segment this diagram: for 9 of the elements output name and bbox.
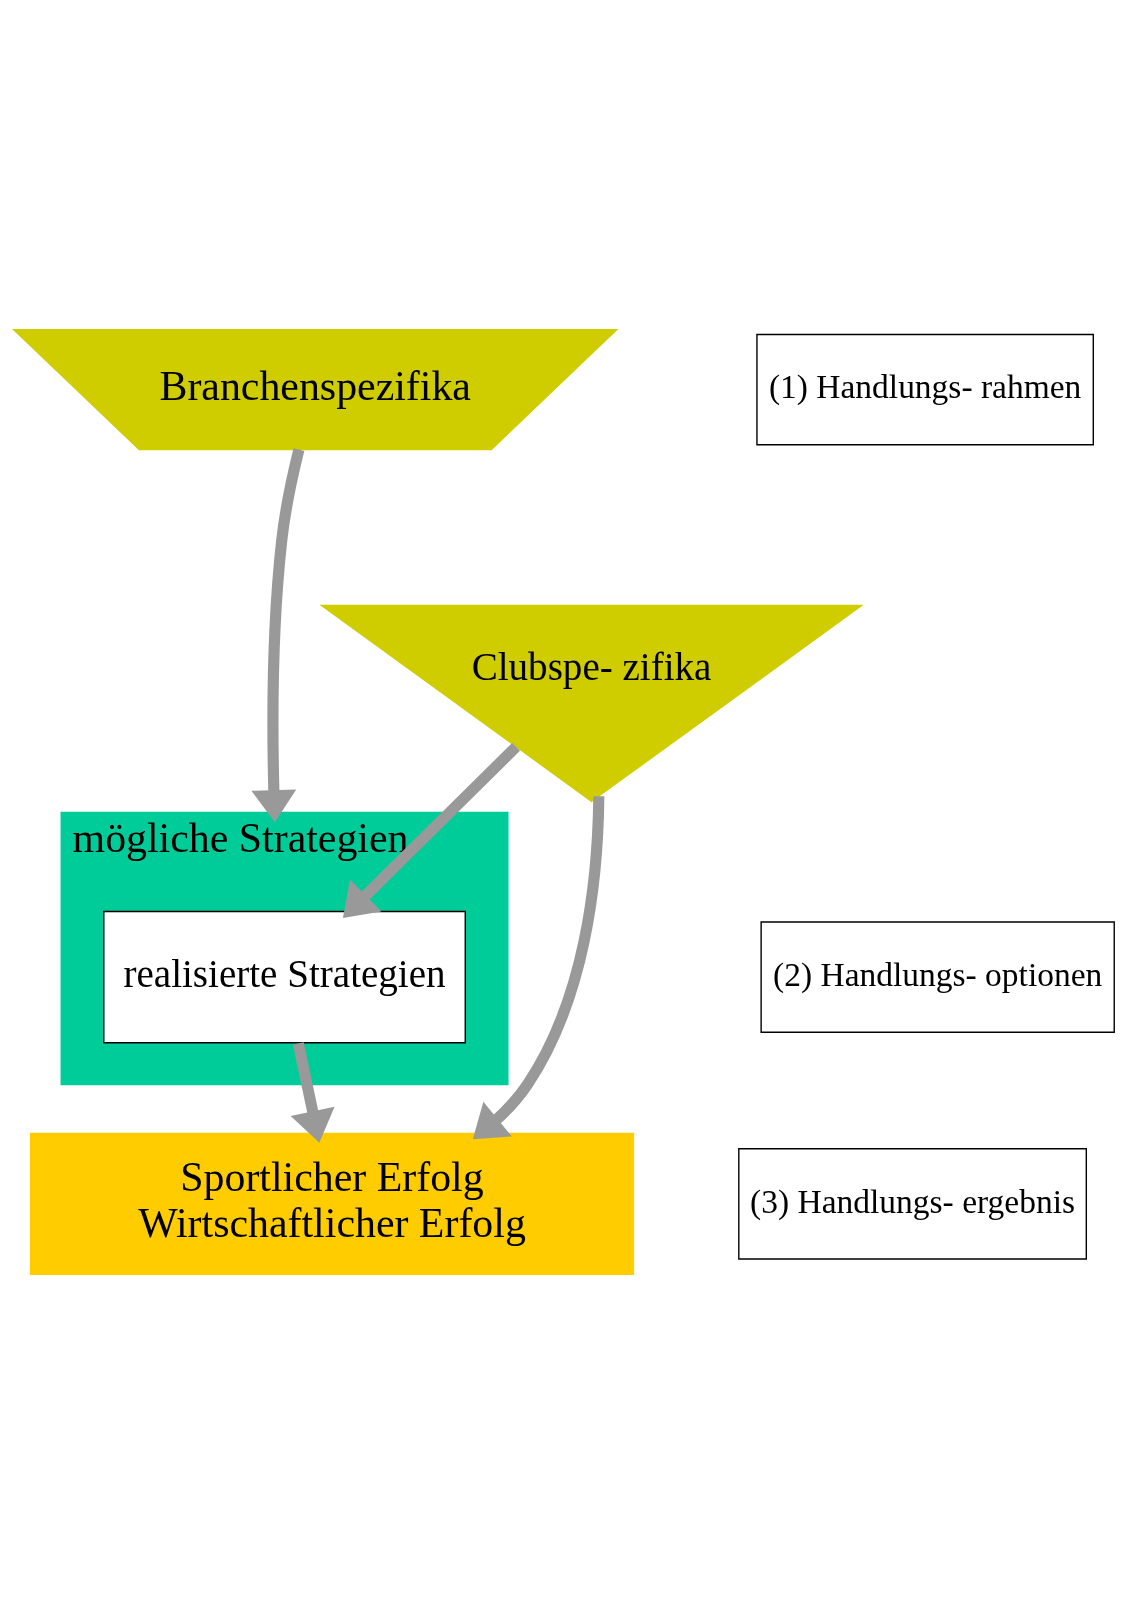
node-box: (3) Handlungs- ergebnis — [738, 1148, 1087, 1260]
arrow — [342, 742, 520, 918]
node-box: (2) Handlungs- optionen — [760, 921, 1115, 1033]
arrow — [290, 1042, 335, 1143]
arrow — [472, 796, 605, 1140]
node-box: (1) Handlungs- rahmen — [756, 333, 1094, 446]
node-box: realisierte Strategien — [103, 910, 466, 1044]
node-box: Sportlicher Erfolg Wirtschaftlicher Erfolg — [29, 1132, 635, 1276]
arrow — [251, 448, 305, 823]
